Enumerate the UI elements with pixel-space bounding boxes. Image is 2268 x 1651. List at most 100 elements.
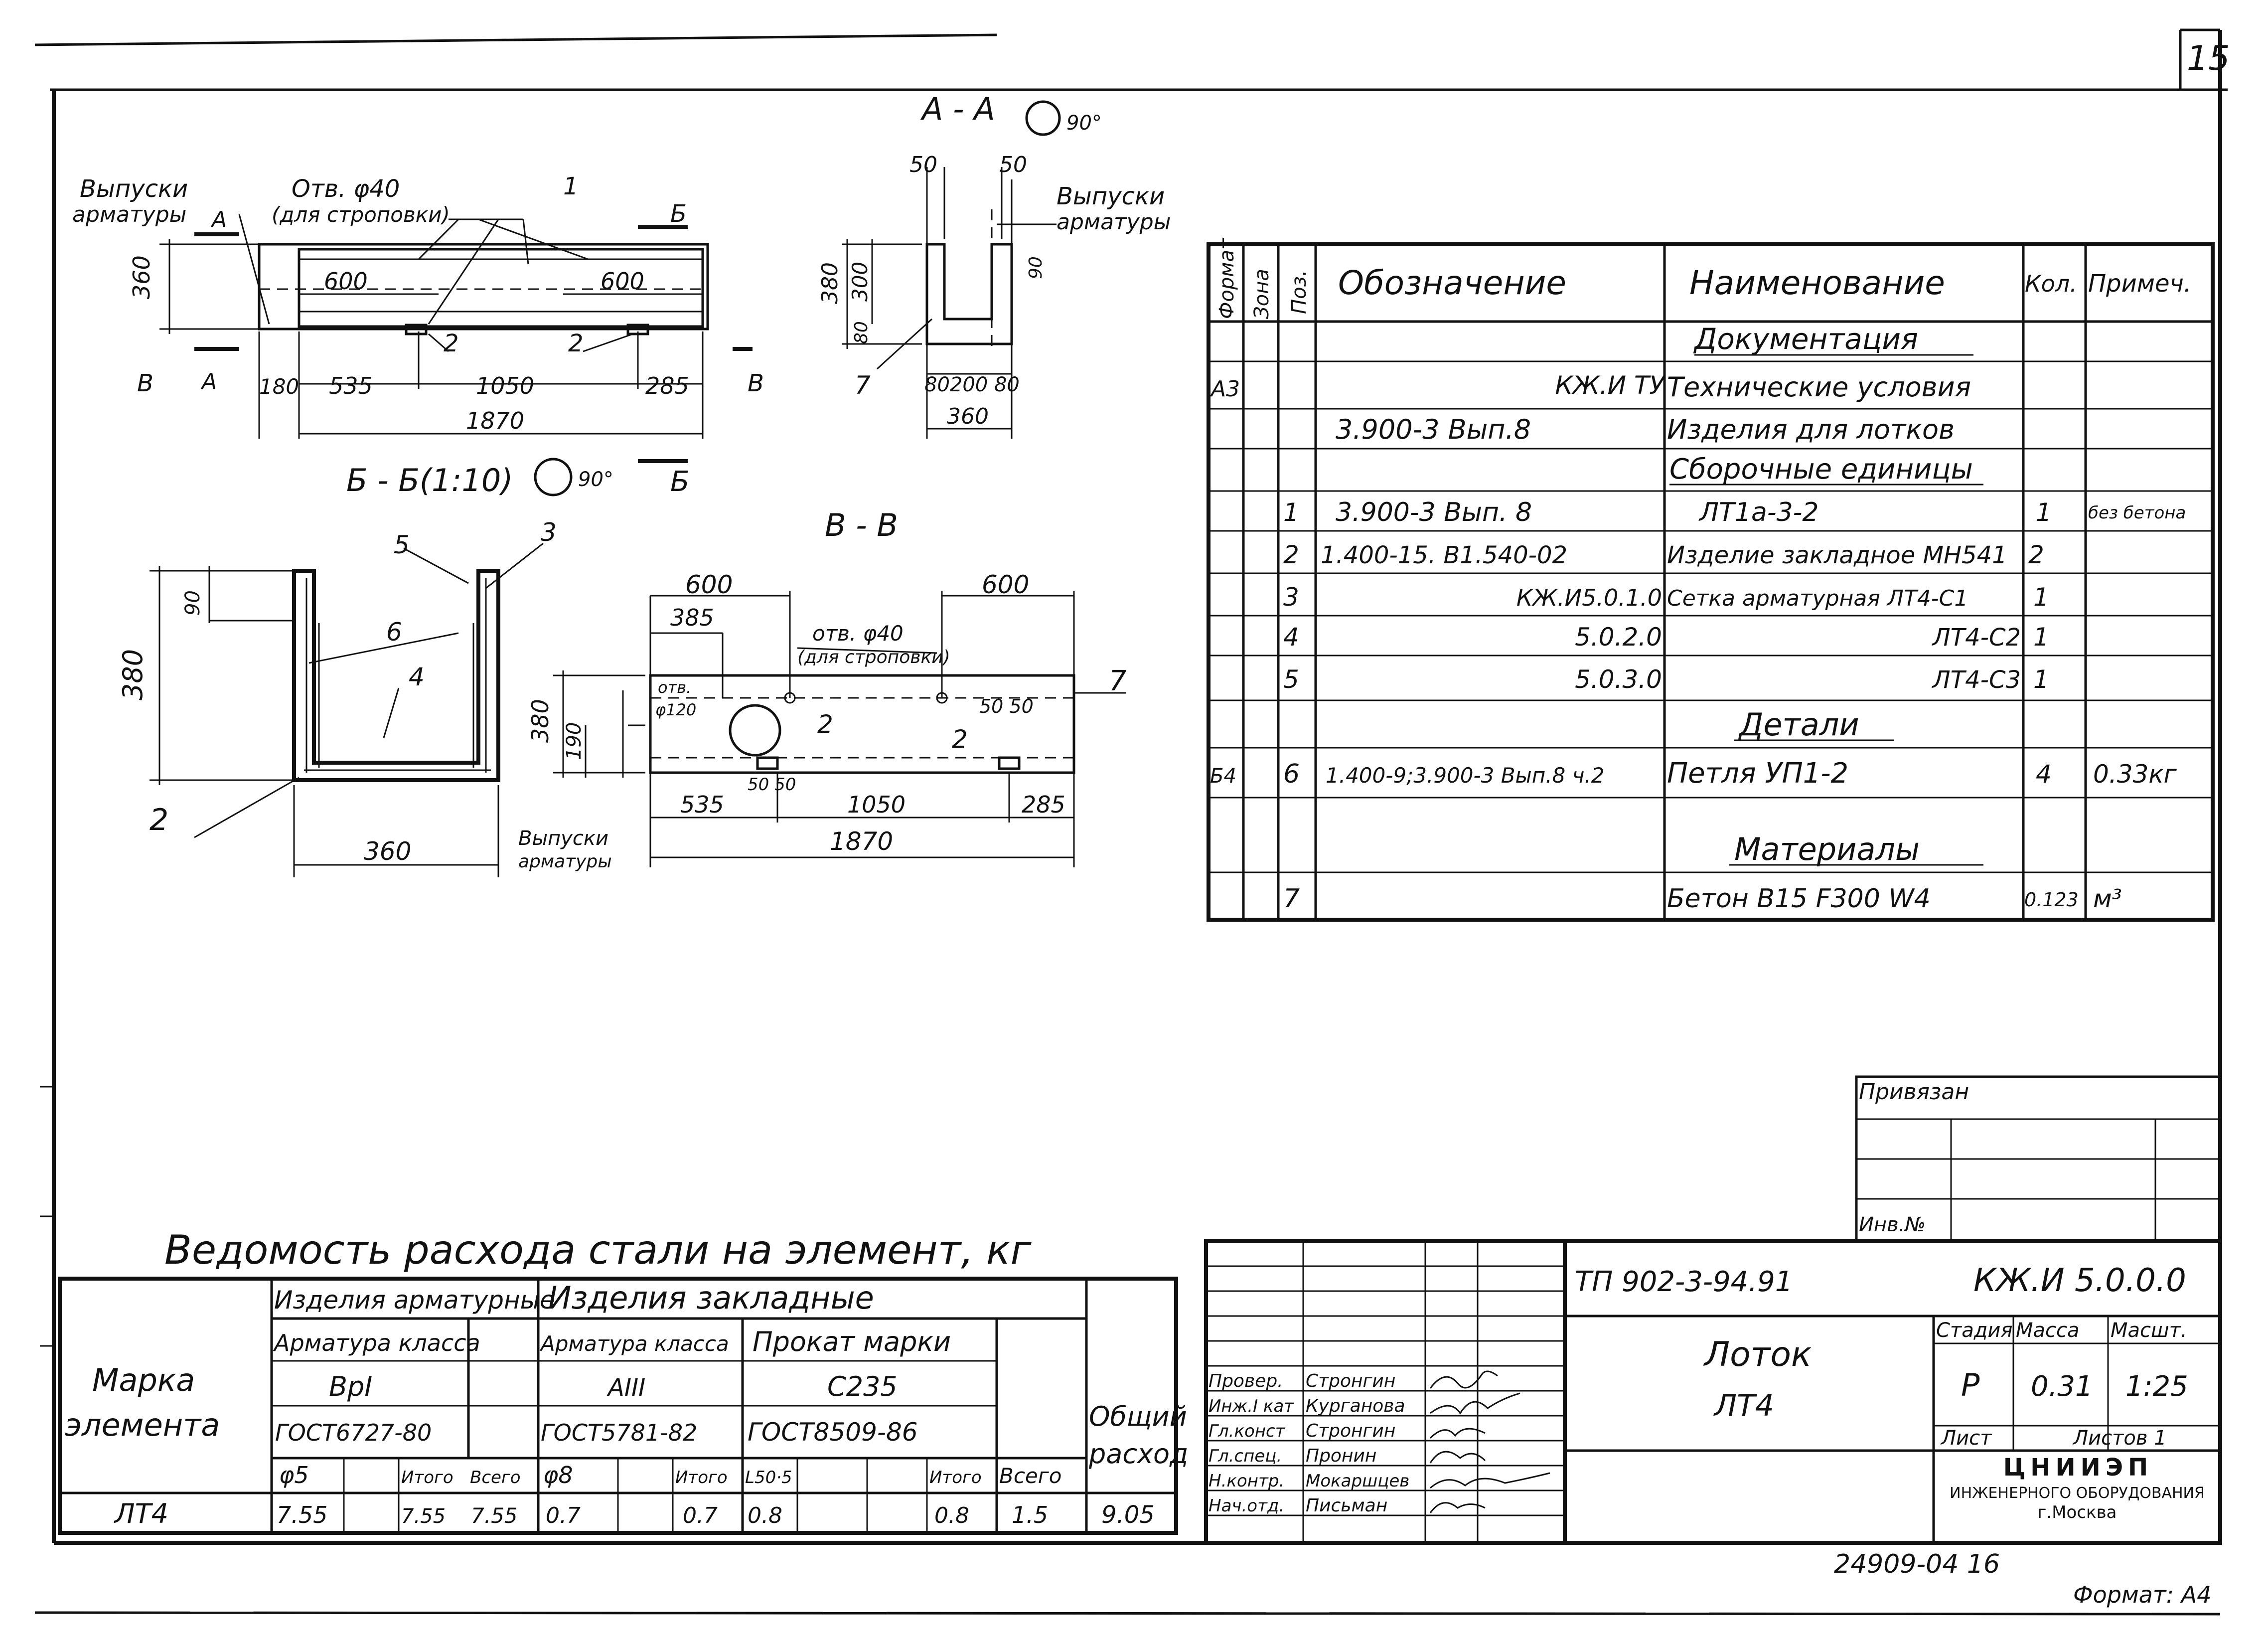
steel-sub-vsego-2: Всего <box>999 1464 1062 1488</box>
format-label: Формат: А4 <box>2073 1581 2211 1608</box>
section-bb-pos-3: 3 <box>541 518 557 547</box>
spec-rows: Документация А3 КЖ.И ТУ Технические усло… <box>1210 322 2186 914</box>
front-dim-535: 535 <box>329 372 373 399</box>
section-aa-dim-300: 300 <box>848 262 872 302</box>
section-bb-mark: Б <box>670 466 689 498</box>
spec-row-8-pos: 5 <box>1283 665 1299 694</box>
section-aa-rotation: 90° <box>1066 112 1102 135</box>
section-aa <box>842 100 1061 439</box>
section-aa-dim-90: 90 <box>1026 256 1046 279</box>
section-vv-dim-600-right: 600 <box>982 570 1029 599</box>
steel-rebar-class-label: Арматура класса <box>273 1329 480 1356</box>
steel-total-header-2: расход <box>1088 1438 1188 1470</box>
front-pos-2a: 2 <box>444 330 459 357</box>
steel-group-embedded: Изделия закладные <box>548 1280 874 1316</box>
section-vv-dim-1050: 1050 <box>847 791 906 818</box>
project-code: ТП 902-3-94.91 <box>1575 1266 1793 1298</box>
stage-label: Стадия <box>1936 1319 2012 1342</box>
signature-marks <box>1429 1370 1550 1513</box>
spec-row-10-note: 0.33кг <box>2093 760 2177 789</box>
spec-row-7-name: ЛТ4-С2 <box>1932 624 2021 652</box>
section-bb-pos-5: 5 <box>394 530 410 559</box>
section-aa-dim-80v: 80 <box>851 321 872 344</box>
spec-row-8-name: ЛТ4-С3 <box>1932 666 2021 694</box>
front-mark-v-left: В <box>137 369 153 397</box>
section-bb-rotation: 90° <box>578 468 613 491</box>
front-dim-360: 360 <box>128 255 155 299</box>
section-vv-dim-190: 190 <box>563 722 586 760</box>
steel-table <box>58 1277 1178 1535</box>
steel-row-total: 9.05 <box>1101 1501 1155 1529</box>
steel-sub-itogo-2: Итого <box>675 1468 728 1487</box>
sign-role-0: Провер. <box>1209 1371 1283 1391</box>
section-vv-dim-535: 535 <box>680 791 724 818</box>
spec-row-6-name: Сетка арматурная ЛТ4-С1 <box>1667 586 1968 611</box>
steel-rebar-class: ВрI <box>329 1371 372 1402</box>
spec-row-6-qty: 1 <box>2033 583 2049 612</box>
section-vv <box>553 591 1126 867</box>
steel-row-mark: ЛТ4 <box>114 1498 168 1529</box>
section-aa-dim-50-right: 50 <box>999 152 1027 177</box>
spec-row-10-qty: 4 <box>2036 760 2052 789</box>
spec-row-6-pos: 3 <box>1283 583 1299 612</box>
scale-value: 1:25 <box>2125 1370 2188 1403</box>
spec-header-designation: Обозначение <box>1338 264 1566 302</box>
sheets-label: Листов 1 <box>2072 1427 2167 1450</box>
spec-row-4-designation: 3.900-3 Вып. 8 <box>1336 497 1532 527</box>
steel-rolled-label: Прокат марки <box>753 1326 951 1357</box>
sign-role-1: Инж.I кат <box>1209 1396 1294 1416</box>
sign-role-4: Н.контр. <box>1209 1471 1284 1491</box>
section-bb-pos-6: 6 <box>386 618 402 647</box>
front-dim-1050: 1050 <box>476 372 534 399</box>
section-vv-outlets-1: Выпуски <box>518 827 608 850</box>
section-vv-dim-50-50-top: 50 50 <box>979 695 1034 717</box>
section-vv-dim-600-left: 600 <box>685 570 733 599</box>
steel-rolled-grade: С235 <box>827 1371 898 1402</box>
front-pos-1: 1 <box>563 172 579 200</box>
spec-row-4-note: без бетона <box>2088 503 2186 523</box>
spec-header-format: Формат <box>1215 237 1238 319</box>
section-aa-dim-380: 380 <box>817 262 843 304</box>
spec-row-1-name: Технические условия <box>1667 371 1971 403</box>
scale-label: Масшт. <box>2111 1319 2187 1342</box>
section-aa-outlets-2: арматуры <box>1057 209 1171 235</box>
spec-row-0-name: Документация <box>1693 322 1918 356</box>
front-mark-v-right: В <box>748 369 764 397</box>
section-vv-holes-2: (для строповки) <box>797 647 950 667</box>
spec-row-4-name: ЛТ1а-3-2 <box>1698 497 1819 527</box>
section-vv-pos-2b: 2 <box>952 725 968 754</box>
section-bb-pos-4: 4 <box>409 662 425 691</box>
spec-row-7-qty: 1 <box>2033 623 2049 652</box>
steel-row-phi5: 7.55 <box>277 1501 327 1528</box>
spec-row-4-pos: 1 <box>1283 498 1299 527</box>
sign-name-1: Курганова <box>1306 1396 1405 1416</box>
front-mark-b: Б <box>670 200 687 228</box>
section-bb-dim-90: 90 <box>181 590 204 616</box>
front-dim-1870: 1870 <box>466 407 524 434</box>
org-subname: ИНЖЕНЕРНОГО ОБОРУДОВАНИЯ <box>1950 1485 2205 1502</box>
org-name: ЦНИИЭП <box>2003 1454 2153 1482</box>
steel-sub-phi8: φ8 <box>543 1462 573 1488</box>
inv-label: Инв.№ <box>1859 1213 1926 1236</box>
steel-row-vsego1: 7.55 <box>471 1503 518 1528</box>
sign-name-2: Стронгин <box>1306 1421 1395 1441</box>
mass-label: Масса <box>2016 1319 2080 1342</box>
steel-total-header-1: Общий <box>1089 1401 1187 1432</box>
front-outlets-label-1: Выпуски <box>80 175 188 203</box>
section-vv-pos-7: 7 <box>1109 665 1127 697</box>
steel-sub-l50: L50·5 <box>745 1468 792 1487</box>
spec-header-qty: Кол. <box>2025 270 2077 297</box>
steel-mark-header-1: Марка <box>92 1362 195 1398</box>
section-vv-holes-1: отв. φ40 <box>812 621 904 646</box>
product-mark: ЛТ4 <box>1713 1388 1774 1423</box>
spec-row-8-designation: 5.0.3.0 <box>1575 665 1662 694</box>
spec-row-10-designation: 1.400-9;3.900-3 Вып.8 ч.2 <box>1326 763 1604 788</box>
spec-row-4-qty: 1 <box>2036 498 2052 527</box>
sign-name-0: Стронгин <box>1306 1371 1395 1391</box>
spec-row-7-designation: 5.0.2.0 <box>1575 623 1662 652</box>
section-vv-dim-380: 380 <box>527 699 554 743</box>
spec-row-11-name: Материалы <box>1734 831 1920 867</box>
spec-row-12-name: Бетон В15 F300 W4 <box>1667 884 1931 914</box>
spec-row-6-designation: КЖ.И5.0.1.0 <box>1516 584 1662 611</box>
sign-role-3: Гл.спец. <box>1209 1446 1282 1466</box>
